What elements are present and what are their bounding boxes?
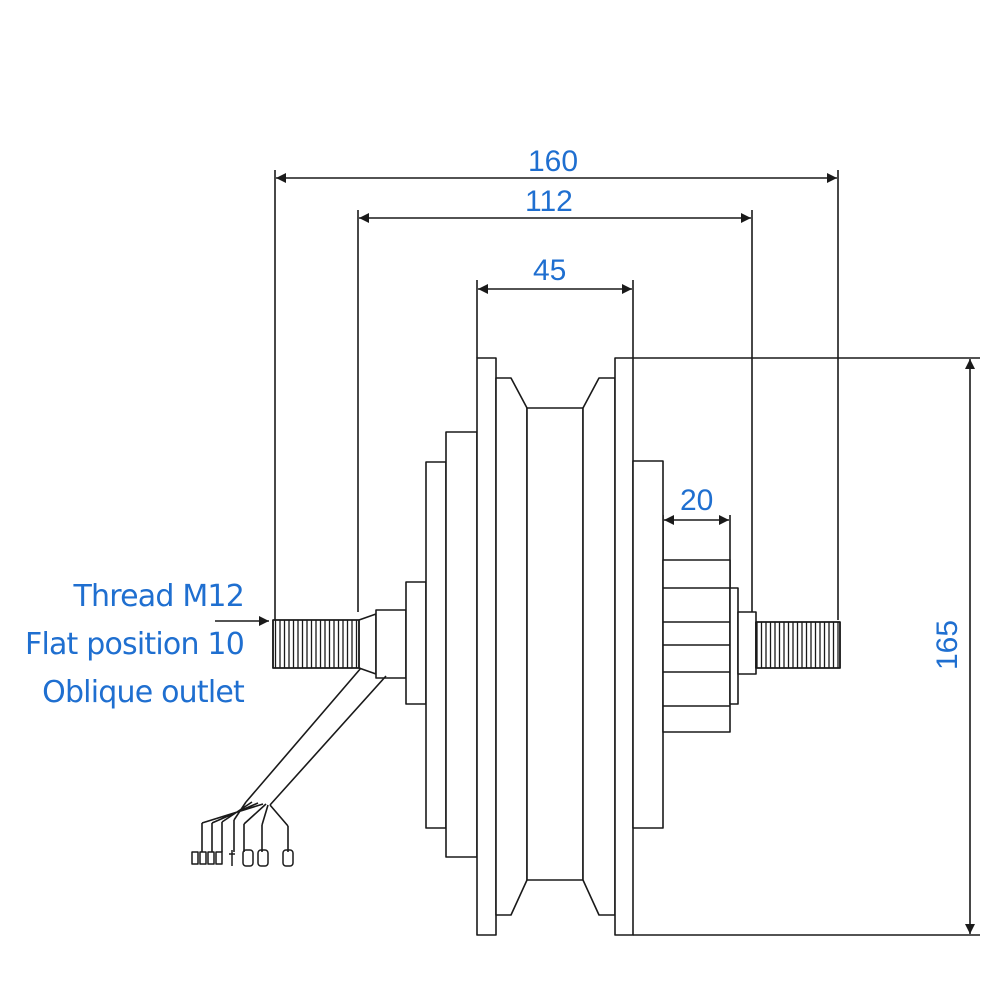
dim-20-label: 20	[680, 484, 714, 517]
right-axle	[755, 621, 841, 669]
dim-165-label: 165	[931, 619, 964, 671]
right-flange	[662, 559, 757, 733]
note-oblique-outlet: Oblique outlet	[42, 675, 245, 710]
dim-45-label: 45	[533, 254, 567, 287]
cable-connectors	[191, 849, 294, 867]
extension-lines	[274, 170, 980, 936]
left-axle	[272, 609, 407, 679]
note-flat-position: Flat position 10	[24, 627, 245, 662]
dim-160-label: 160	[528, 145, 579, 178]
note-thread: Thread M12	[73, 579, 245, 614]
hub-body	[405, 357, 664, 936]
dim-112-label: 112	[525, 185, 573, 218]
cable-outlet	[201, 667, 387, 852]
dimension-lines	[215, 173, 975, 934]
